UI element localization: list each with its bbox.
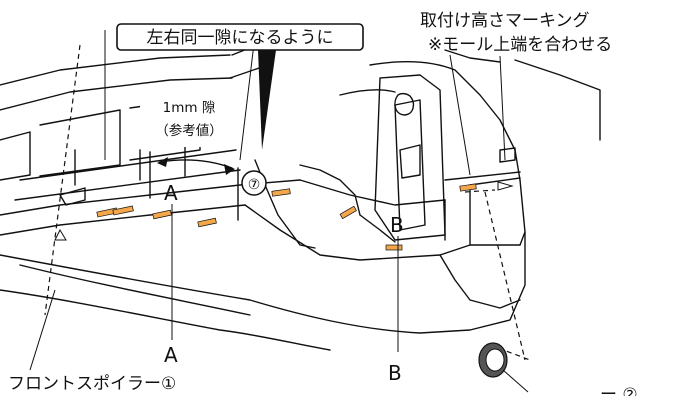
height-mark-note: 取付け高さマーキング ※モール上端を合わせる xyxy=(420,11,612,176)
front-spoiler-text: フロントスポイラー① xyxy=(8,374,176,394)
gap-value: 1mm 隙 xyxy=(163,100,216,116)
circled-number: ⑦ xyxy=(248,177,261,193)
marker-a-top: A xyxy=(164,181,178,205)
reference-lines xyxy=(44,44,531,361)
gap-note: （参考値） xyxy=(155,122,223,139)
cut-off-label: ー ② xyxy=(600,385,638,396)
marker-b-top: B xyxy=(390,213,404,237)
bumper-body xyxy=(254,49,601,249)
section-markers: A A B B xyxy=(164,181,404,385)
part-number-marker: ⑦ xyxy=(241,170,267,196)
marker-a-bottom: A xyxy=(164,343,178,367)
height-mark-line1: 取付け高さマーキング xyxy=(420,11,590,31)
height-mark-line2: ※モール上端を合わせる xyxy=(428,35,612,55)
top-callout-text: 左右同一隙になるように xyxy=(147,28,334,48)
callout-pointer xyxy=(258,50,276,150)
top-callout: 左右同一隙になるように xyxy=(116,23,364,150)
tape-marks xyxy=(96,183,477,251)
marker-b-bottom: B xyxy=(388,361,402,385)
gap-callout: 1mm 隙 （参考値） xyxy=(140,91,239,221)
front-spoiler-label: フロントスポイラー① xyxy=(8,289,176,394)
washer-part xyxy=(478,342,529,393)
